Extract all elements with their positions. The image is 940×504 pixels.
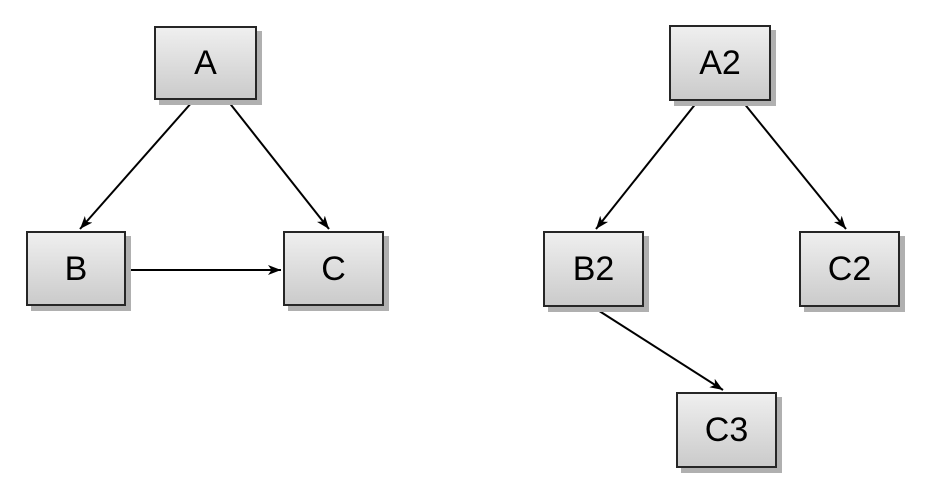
node-c-label: C xyxy=(321,249,346,288)
node-a[interactable]: A xyxy=(154,26,257,100)
node-c2[interactable]: C2 xyxy=(799,231,900,307)
node-a2[interactable]: A2 xyxy=(669,25,771,101)
edge-b2-to-c3[interactable] xyxy=(592,306,724,391)
node-b[interactable]: B xyxy=(26,231,126,306)
node-b2[interactable]: B2 xyxy=(543,231,644,307)
edge-a2-to-b2[interactable] xyxy=(595,101,698,230)
node-c3[interactable]: C3 xyxy=(676,392,777,468)
edge-a-to-c[interactable] xyxy=(227,100,330,230)
edge-a2-to-c2[interactable] xyxy=(742,101,847,230)
node-c[interactable]: C xyxy=(283,231,384,306)
node-c3-label: C3 xyxy=(704,411,749,449)
node-a2-label: A2 xyxy=(699,44,741,82)
node-c2-label: C2 xyxy=(827,250,872,288)
node-b2-label: B2 xyxy=(572,250,615,288)
node-a-label: A xyxy=(194,44,217,82)
node-b-label: B xyxy=(64,249,88,288)
edge-a-to-b[interactable] xyxy=(79,100,194,230)
